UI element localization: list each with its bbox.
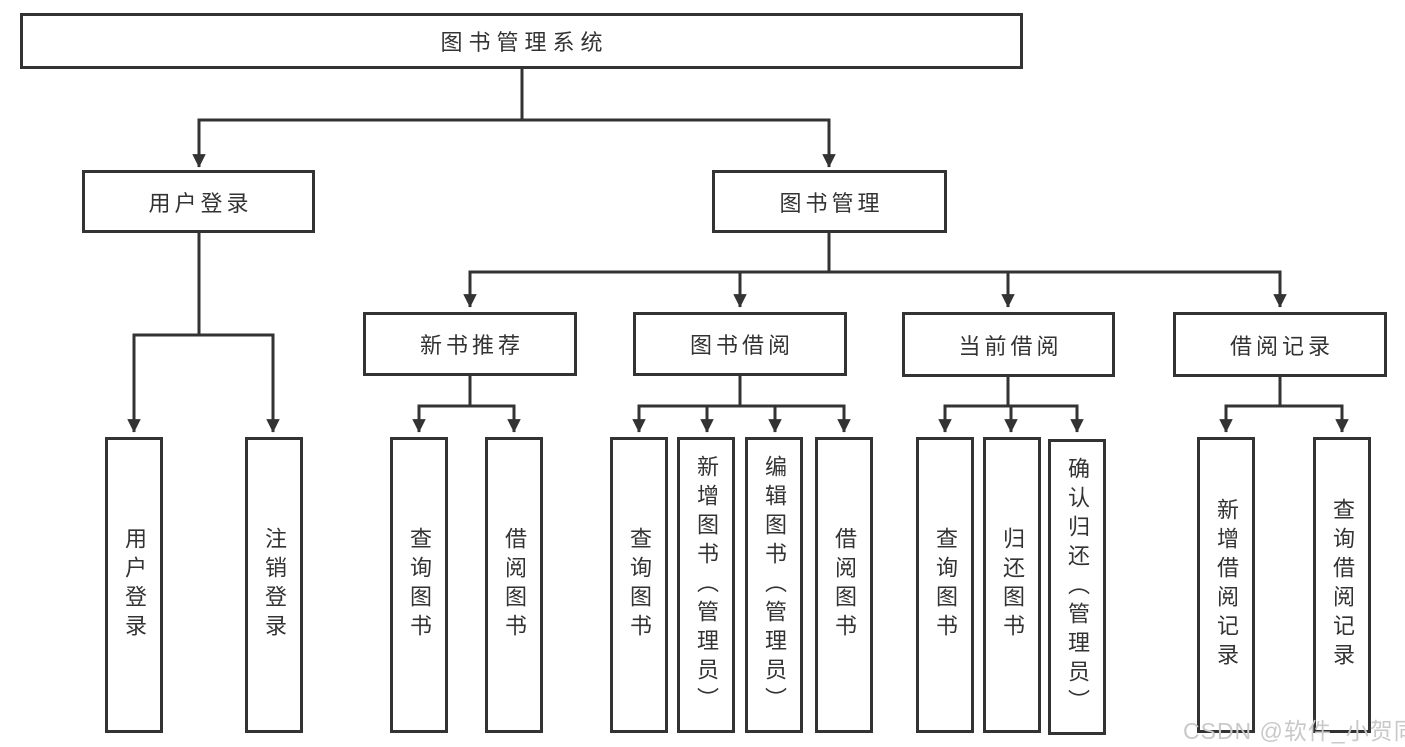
node-label: 编辑图书（管理员） (762, 454, 787, 716)
leaf-logout-login: 注销登录 (245, 437, 303, 733)
connector-user-login-branch (127, 233, 280, 433)
node-label: 新书推荐 (419, 333, 524, 358)
node-user-login: 用户登录 (82, 170, 315, 233)
node-label: 确认归还（管理员） (1065, 456, 1090, 718)
node-label: 用户登录 (122, 527, 147, 643)
connector-root-branch (192, 69, 836, 168)
node-label: 查询图书 (627, 527, 652, 643)
node-label: 查询图书 (407, 527, 432, 643)
node-label: 借阅图书 (502, 527, 527, 643)
node-borrow-records: 借阅记录 (1173, 312, 1387, 377)
node-label: 图书管理 (779, 190, 884, 216)
node-label: 图书管理系统 (440, 30, 609, 55)
node-book-management: 图书管理 (712, 170, 947, 233)
node-label: 归还图书 (1000, 527, 1025, 643)
csdn-watermark: CSDN @软件_小贺同学 (1183, 718, 1405, 744)
leaf-query-books-current: 查询图书 (916, 437, 974, 733)
connector-book-borrow-branch (632, 376, 851, 433)
node-new-book-recommend: 新书推荐 (363, 312, 577, 376)
node-label: 当前借阅 (958, 333, 1063, 359)
connector-current-borrow-branch (938, 377, 1084, 433)
node-label: 借阅记录 (1229, 333, 1334, 359)
leaf-add-borrow-record: 新增借阅记录 (1197, 437, 1255, 733)
leaf-return-books: 归还图书 (983, 437, 1041, 733)
node-label: 图书借阅 (689, 333, 794, 358)
node-label: 借阅图书 (832, 527, 857, 643)
node-label: 查询图书 (933, 527, 958, 643)
node-label: 用户登录 (148, 190, 253, 216)
connector-book-management-branch (463, 233, 1287, 308)
leaf-query-books-borrow: 查询图书 (610, 437, 668, 733)
node-current-borrow: 当前借阅 (902, 312, 1115, 377)
leaf-user-login: 用户登录 (105, 437, 163, 733)
node-label: 查询借阅记录 (1330, 498, 1355, 672)
node-label: 新增借阅记录 (1214, 498, 1239, 672)
leaf-query-books-recommend: 查询图书 (390, 437, 448, 733)
leaf-add-books-admin: 新增图书（管理员） (677, 437, 735, 733)
node-library-management-system: 图书管理系统 (20, 13, 1023, 69)
node-label: 注销登录 (262, 527, 287, 643)
leaf-borrow-books-recommend: 借阅图书 (485, 437, 543, 733)
connector-borrow-records-branch (1219, 377, 1349, 433)
leaf-borrow-books: 借阅图书 (815, 437, 873, 733)
node-book-borrow: 图书借阅 (633, 312, 847, 376)
leaf-edit-books-admin: 编辑图书（管理员） (745, 437, 803, 733)
leaf-confirm-return-admin: 确认归还（管理员） (1048, 439, 1106, 735)
node-label: 新增图书（管理员） (694, 454, 719, 716)
leaf-query-borrow-record: 查询借阅记录 (1313, 437, 1371, 733)
connector-new-book-branch (412, 376, 521, 433)
